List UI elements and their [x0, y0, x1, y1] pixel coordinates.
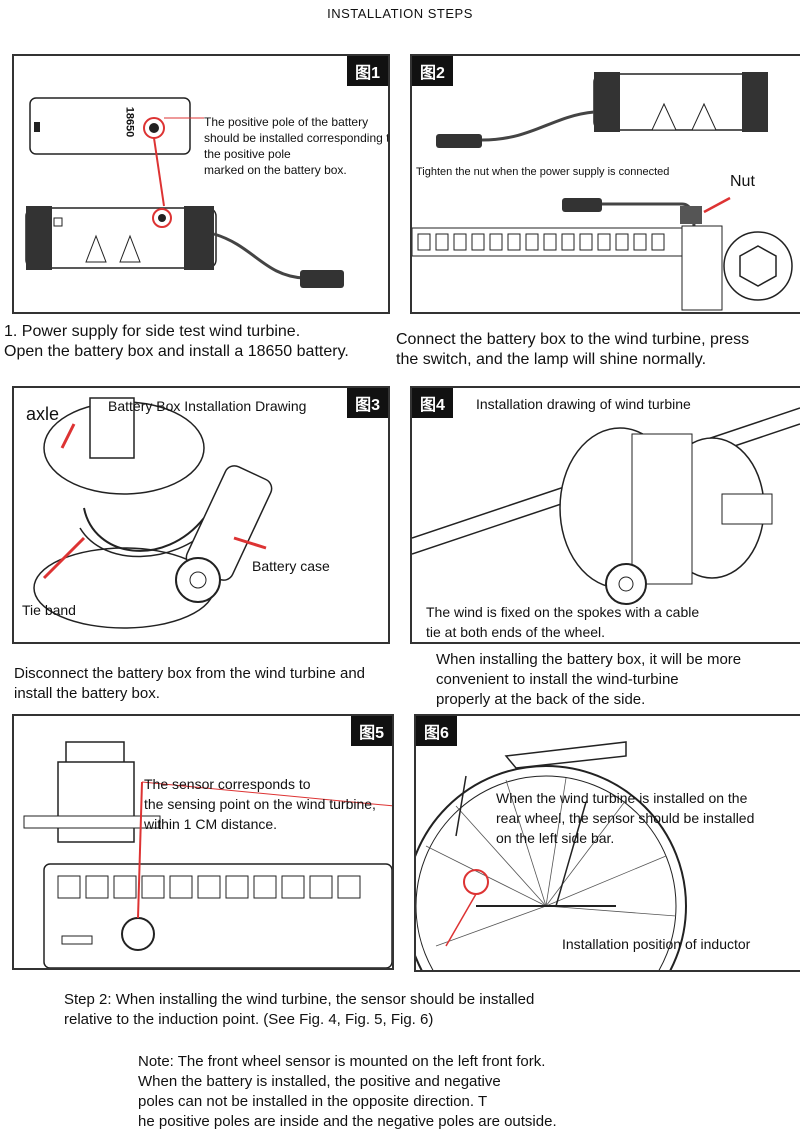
caption-line: Connect the battery box to the wind turb…	[396, 331, 750, 348]
fig5-line: The sensor corresponds to	[144, 776, 311, 792]
fig4-line: tie at both ends of the wheel.	[426, 624, 606, 640]
sensor-illustration	[23, 741, 392, 968]
step2-line: Step 2: When installing the wind turbine…	[64, 991, 535, 1008]
figure-1-tag: 图1	[347, 56, 388, 86]
fig4-bottom-text: The wind is fixed on the spokes with a c…	[426, 602, 699, 642]
caption-line: convenient to install the wind-turbine	[436, 671, 679, 688]
fig4-line: The wind is fixed on the spokes with a c…	[426, 604, 700, 620]
fig2-note: Tighten the nut when the power supply is…	[416, 166, 670, 178]
caption-line: When installing the battery box, it will…	[436, 651, 742, 668]
caption-line: install the battery box.	[14, 685, 160, 702]
axle-label: axle	[26, 404, 60, 424]
battery-box-install-illustration	[33, 397, 273, 629]
caption-line: properly at the back of the side.	[436, 691, 646, 708]
figure-2-tag: 图2	[412, 56, 453, 86]
figure-5-tag: 图5	[351, 716, 392, 746]
fig1-note-line: the positive pole	[204, 147, 291, 161]
tie-band-label: Tie band	[22, 602, 76, 618]
note-line: he positive poles are inside and the neg…	[138, 1113, 557, 1130]
figure-6-panel: When the wind turbine is installed on th…	[414, 714, 800, 972]
note-line: Note: The front wheel sensor is mounted …	[138, 1053, 546, 1070]
power-connection-illustration	[412, 72, 793, 311]
fig1-note-line: The positive pole of the battery	[204, 115, 369, 129]
step2-line: relative to the induction point. (See Fi…	[64, 1011, 434, 1028]
figure-6-tag: 图6	[416, 716, 457, 746]
inductor-position-label: Installation position of inductor	[562, 936, 751, 952]
rear-wheel-illustration	[416, 741, 687, 970]
caption-battery-box: When installing the battery box, it will…	[436, 650, 741, 710]
wind-turbine-install-illustration	[412, 407, 800, 605]
page-title: INSTALLATION STEPS	[327, 6, 473, 21]
caption-line: 1. Power supply for side test wind turbi…	[4, 323, 301, 340]
caption-line: Disconnect the battery box from the wind…	[14, 665, 366, 682]
battery-case-label: Battery case	[252, 558, 330, 574]
figure-5-panel: The sensor corresponds to the sensing po…	[12, 714, 394, 970]
figure-4-tag: 图4	[412, 388, 453, 418]
figure-1-panel: 18650 The positive pole of the battery s…	[12, 54, 390, 314]
nut-label: Nut	[730, 173, 755, 190]
fig5-text: The sensor corresponds to the sensing po…	[144, 774, 376, 834]
fig6-line: on the left side bar.	[496, 830, 615, 846]
fig6-line: rear wheel, the sensor should be install…	[496, 810, 755, 826]
step2-text: Step 2: When installing the wind turbine…	[64, 990, 534, 1030]
fig5-line: the sensing point on the wind turbine,	[144, 796, 376, 812]
note-line: poles can not be installed in the opposi…	[138, 1093, 488, 1110]
note-line: When the battery is installed, the posit…	[138, 1073, 501, 1090]
caption-line: Open the battery box and install a 18650…	[4, 343, 349, 360]
fig5-line: within 1 CM distance.	[144, 816, 278, 832]
fig4-title: Installation drawing of wind turbine	[476, 396, 691, 412]
battery-model-label: 18650	[123, 106, 136, 138]
fig1-note-line: should be installed corresponding to	[204, 131, 390, 145]
figure-4-panel: Installation drawing of wind turbine The…	[410, 386, 800, 644]
caption-step1: 1. Power supply for side test wind turbi…	[4, 322, 349, 362]
figure-2-panel: Tighten the nut when the power supply is…	[410, 54, 800, 314]
battery-box-illustration	[25, 97, 344, 288]
fig6-line: When the wind turbine is installed on th…	[496, 790, 748, 806]
figure-3-panel: axle Battery Box Installation Drawing Ba…	[12, 386, 390, 644]
caption-line: the switch, and the lamp will shine norm…	[396, 351, 707, 368]
caption-disconnect: Disconnect the battery box from the wind…	[14, 664, 365, 704]
fig1-note-line: marked on the battery box.	[204, 163, 347, 177]
fig3-title: Battery Box Installation Drawing	[108, 398, 307, 414]
caption-connect: Connect the battery box to the wind turb…	[396, 330, 749, 370]
fig6-text: When the wind turbine is installed on th…	[496, 788, 754, 848]
note-text: Note: The front wheel sensor is mounted …	[138, 1052, 557, 1132]
figure-3-tag: 图3	[347, 388, 388, 418]
fig1-note: The positive pole of the battery should …	[204, 114, 390, 178]
